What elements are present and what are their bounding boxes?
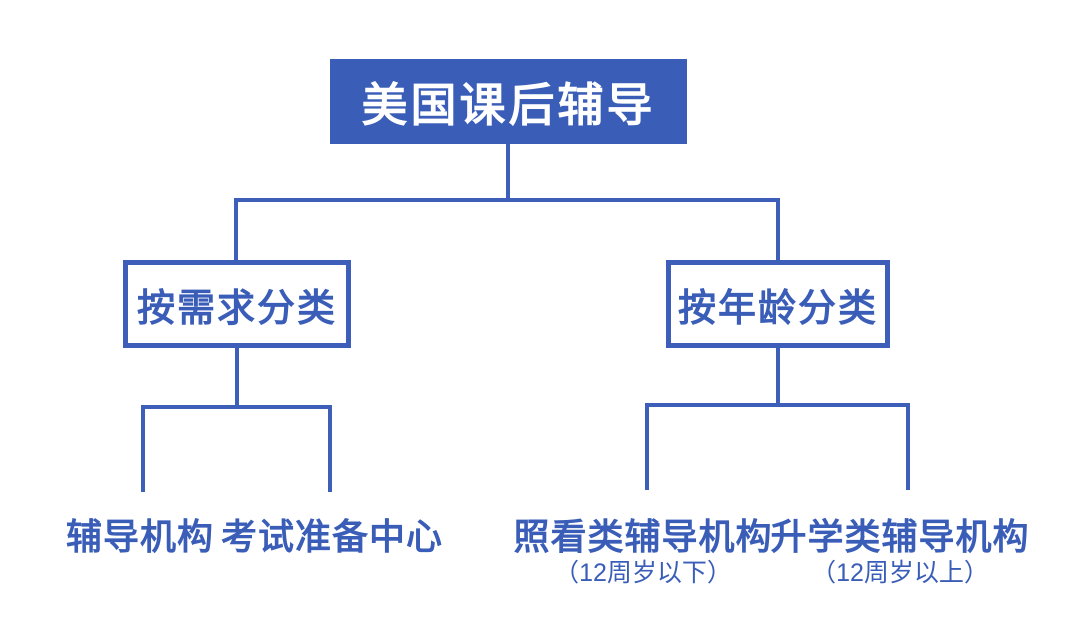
connector-root-to-branches [234, 144, 780, 260]
leaf-node-test-prep-center: 考试准备中心 [220, 516, 444, 557]
leaf-node-care-type-institution: 照看类辅导机构 [513, 516, 773, 557]
leaf-node-advancement-type-institution: 升学类辅导机构 [770, 516, 1030, 557]
root-node: 美国课后辅导 [330, 59, 687, 144]
connector-branch-right-to-leaves [645, 347, 910, 490]
branch-node-by-demand: 按需求分类 [123, 260, 351, 348]
branch-node-by-age: 按年龄分类 [666, 260, 890, 348]
leaf-node-tutoring-institution: 辅导机构 [65, 516, 215, 557]
connector-branch-left-to-leaves [141, 347, 332, 492]
leaf-note-under-12: （12周岁以下） [554, 559, 732, 587]
leaf-note-over-12: （12周岁以上） [811, 559, 989, 587]
